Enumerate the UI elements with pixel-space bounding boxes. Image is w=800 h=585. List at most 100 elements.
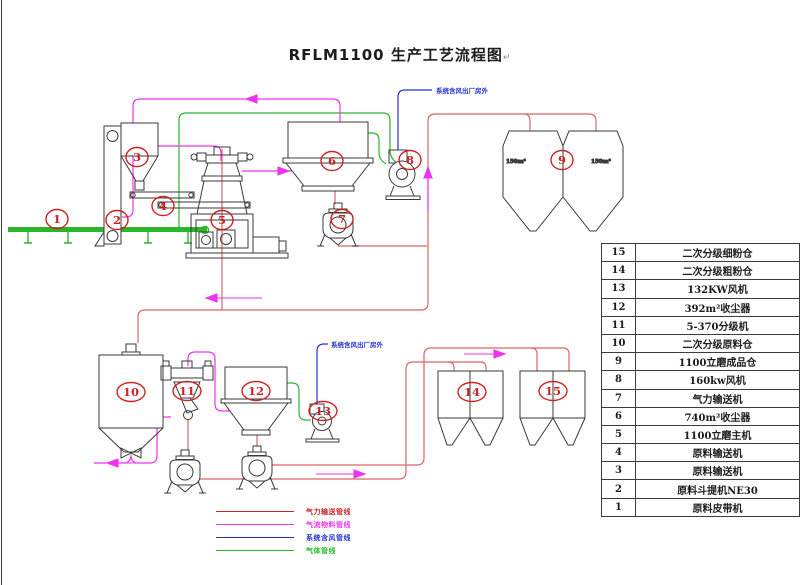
raw-silo-10 [98, 343, 164, 459]
marker-10: 10 [116, 381, 146, 403]
equipment-name: 气力输送机 [635, 388, 800, 408]
svg-text:9: 9 [558, 153, 566, 167]
title-text: RFLM1100 生产工艺流程图 [288, 46, 503, 64]
equipment-number: 14 [601, 261, 636, 281]
marker-8: 8 [398, 149, 422, 171]
marker-1: 1 [45, 208, 69, 230]
pneumatic-conveying-lines [137, 113, 597, 480]
equipment-name: 132KW风机 [635, 279, 800, 299]
equipment-name: 740m²收尘器 [635, 406, 800, 426]
legend-line-sample [216, 510, 294, 513]
legend-line-sample [216, 549, 294, 552]
legend-label: 气流物料管线 [306, 520, 351, 529]
equipment-name: 原料输送机 [635, 461, 800, 481]
pneumatic-pump-under-11 [163, 449, 207, 494]
arrow-right-icon [250, 166, 291, 176]
marker-13: 13 [308, 400, 338, 422]
equipment-name: 原料输送机 [635, 443, 800, 463]
coarse-powder-silo-14 [437, 370, 504, 446]
fine-powder-silo-15 [519, 370, 586, 446]
vertical-mill-5 [185, 146, 289, 259]
svg-text:15: 15 [545, 384, 561, 398]
product-silos-9: 150m³ 150m³ [502, 130, 624, 232]
silo-capacity-label: 150m³ [591, 158, 611, 165]
equipment-markers: 1 2 3 4 5 6 7 8 9 10 11 12 13 14 15 [45, 146, 574, 422]
legend-line-sample [216, 536, 294, 539]
equipment-number: 4 [601, 443, 636, 463]
equipment-number: 8 [601, 370, 636, 390]
marker-6: 6 [320, 150, 344, 172]
fan-8 [385, 149, 421, 200]
equipment-name: 二次分级细粉仓 [635, 242, 800, 263]
marker-7: 7 [330, 208, 354, 230]
legend-label: 气力输送管线 [306, 507, 351, 516]
marker-5: 5 [210, 209, 234, 231]
svg-text:1: 1 [53, 212, 61, 226]
legend-row: 气力输送管线 [216, 505, 351, 518]
svg-text:4: 4 [159, 199, 167, 213]
legend-row: 气流物料管线 [216, 518, 351, 531]
svg-text:6: 6 [328, 154, 336, 168]
arrow-right-icon [464, 349, 507, 359]
legend-line-sample [216, 523, 294, 526]
equipment-name: 392m²收尘器 [635, 297, 800, 317]
equipment-name: 1100立磨主机 [635, 424, 800, 445]
line-legend: 气力输送管线气流物料管线系统含风管线气体管线 [216, 505, 351, 557]
silo-capacity-label: 150m³ [506, 158, 526, 165]
arrow-up-icon [423, 165, 433, 212]
paragraph-mark: ↵ [502, 53, 512, 63]
svg-text:11: 11 [179, 384, 195, 398]
flow-arrows [105, 94, 507, 479]
equipment-number: 13 [601, 279, 636, 299]
exhaust-label-bottom: 系统含风出厂房外 [331, 340, 384, 349]
svg-text:12: 12 [248, 384, 264, 398]
legend-row: 系统含风管线 [216, 531, 351, 544]
system-air-lines [316, 89, 432, 404]
equipment-number: 15 [601, 242, 636, 263]
equipment-number: 10 [601, 333, 636, 354]
svg-text:8: 8 [406, 153, 414, 167]
equipment-number: 5 [601, 424, 636, 445]
exhaust-label-top: 系统含风出厂房外 [436, 86, 489, 95]
arrow-left-icon [244, 94, 292, 104]
legend-label: 气体管线 [306, 546, 336, 555]
equipment-number: 11 [601, 315, 636, 335]
equipment-name: 原料斗提机NE30 [635, 479, 800, 499]
equipment-number: 12 [601, 297, 636, 317]
equipment-name: 160kw风机 [635, 370, 800, 390]
legend-label: 系统含风管线 [306, 533, 351, 542]
page-title: RFLM1100 生产工艺流程图↵ [0, 44, 800, 65]
equipment-name: 二次分级原料仓 [635, 333, 800, 354]
svg-text:14: 14 [464, 385, 480, 399]
marker-4: 4 [151, 195, 175, 217]
arrow-left-icon [204, 293, 262, 303]
marker-11: 11 [172, 380, 202, 402]
svg-text:5: 5 [218, 213, 226, 227]
pneumatic-pump-under-12 [235, 445, 279, 490]
marker-12: 12 [241, 380, 271, 402]
equipment-name: 5-370分级机 [635, 315, 800, 335]
equipment-number: 2 [601, 479, 636, 499]
equipment-number: 9 [601, 352, 636, 372]
dust-collector-12 [220, 366, 292, 436]
equipment-number: 1 [601, 497, 636, 517]
svg-text:2: 2 [113, 213, 121, 227]
equipment-number: 3 [601, 461, 636, 481]
marker-9: 9 [550, 149, 574, 171]
equipment-number: 7 [601, 388, 636, 408]
